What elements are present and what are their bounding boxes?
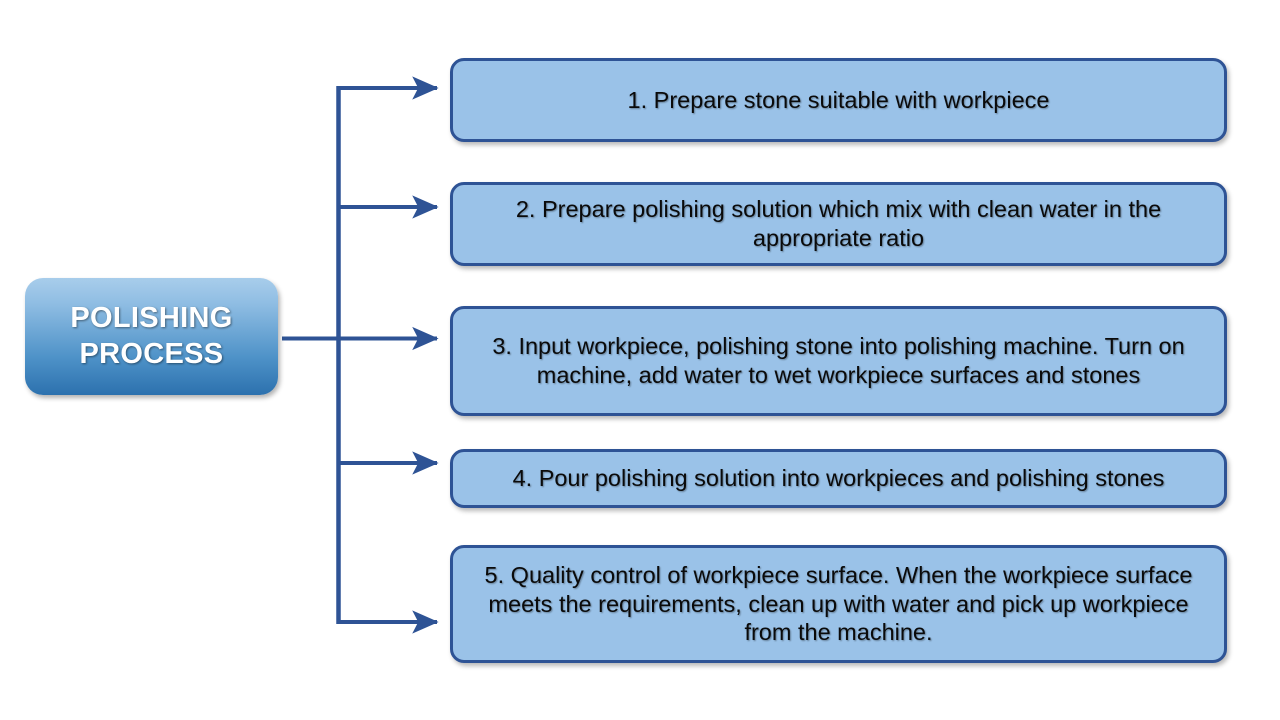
root-node-label: POLISHING PROCESS <box>70 301 233 370</box>
step-node-4-label: 4. Pour polishing solution into workpiec… <box>512 465 1165 492</box>
step-node-5[interactable]: 5. Quality control of workpiece surface.… <box>450 545 1227 663</box>
step-node-3[interactable]: 3. Input workpiece, polishing stone into… <box>450 306 1227 416</box>
root-node-polishing-process[interactable]: POLISHING PROCESS <box>25 278 278 395</box>
step-node-1-label: 1. Prepare stone suitable with workpiece <box>627 86 1050 113</box>
step-node-2-label: 2. Prepare polishing solution which mix … <box>515 196 1162 251</box>
step-node-3-label: 3. Input workpiece, polishing stone into… <box>492 333 1185 388</box>
step-node-5-label: 5. Quality control of workpiece surface.… <box>484 562 1193 646</box>
step-node-1[interactable]: 1. Prepare stone suitable with workpiece <box>450 58 1227 142</box>
step-node-2[interactable]: 2. Prepare polishing solution which mix … <box>450 182 1227 266</box>
step-node-4[interactable]: 4. Pour polishing solution into workpiec… <box>450 449 1227 508</box>
